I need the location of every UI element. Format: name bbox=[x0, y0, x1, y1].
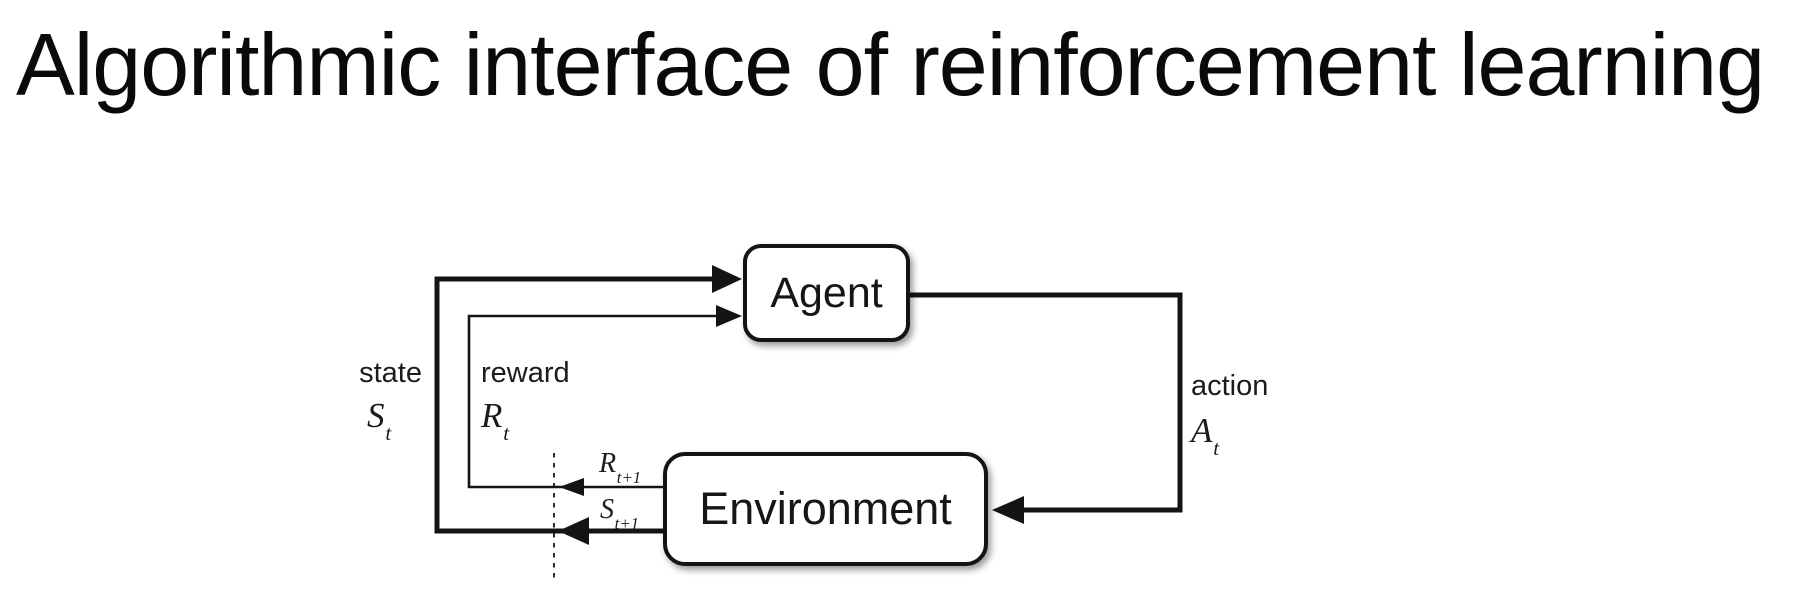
environment-label: Environment bbox=[699, 483, 952, 534]
agent-label: Agent bbox=[770, 268, 883, 317]
next-reward-symbol-label: Rt+1 bbox=[599, 448, 642, 487]
state-loop-line bbox=[434, 276, 716, 534]
next-state-symbol-label: St+1 bbox=[600, 494, 640, 533]
page-title: Algorithmic interface of reinforcement l… bbox=[16, 15, 1765, 114]
reward-symbol-label: Rt bbox=[481, 396, 510, 446]
environment-box: Environment bbox=[663, 452, 988, 566]
state-arrowhead-into-agent-icon bbox=[712, 265, 742, 293]
action-symbol-label: At bbox=[1191, 411, 1220, 461]
next-reward-arrowhead-icon bbox=[559, 478, 584, 496]
agent-box: Agent bbox=[743, 244, 910, 342]
action-arrowhead-into-environment-icon bbox=[992, 496, 1024, 524]
next-state-arrowhead-icon bbox=[558, 517, 589, 545]
state-word-label: state bbox=[359, 357, 422, 389]
state-symbol-label: St bbox=[367, 396, 392, 446]
action-word-label: action bbox=[1191, 370, 1269, 402]
action-loop-line bbox=[908, 292, 1183, 513]
reward-arrowhead-into-agent-icon bbox=[716, 305, 742, 327]
reward-word-label: reward bbox=[481, 357, 570, 389]
